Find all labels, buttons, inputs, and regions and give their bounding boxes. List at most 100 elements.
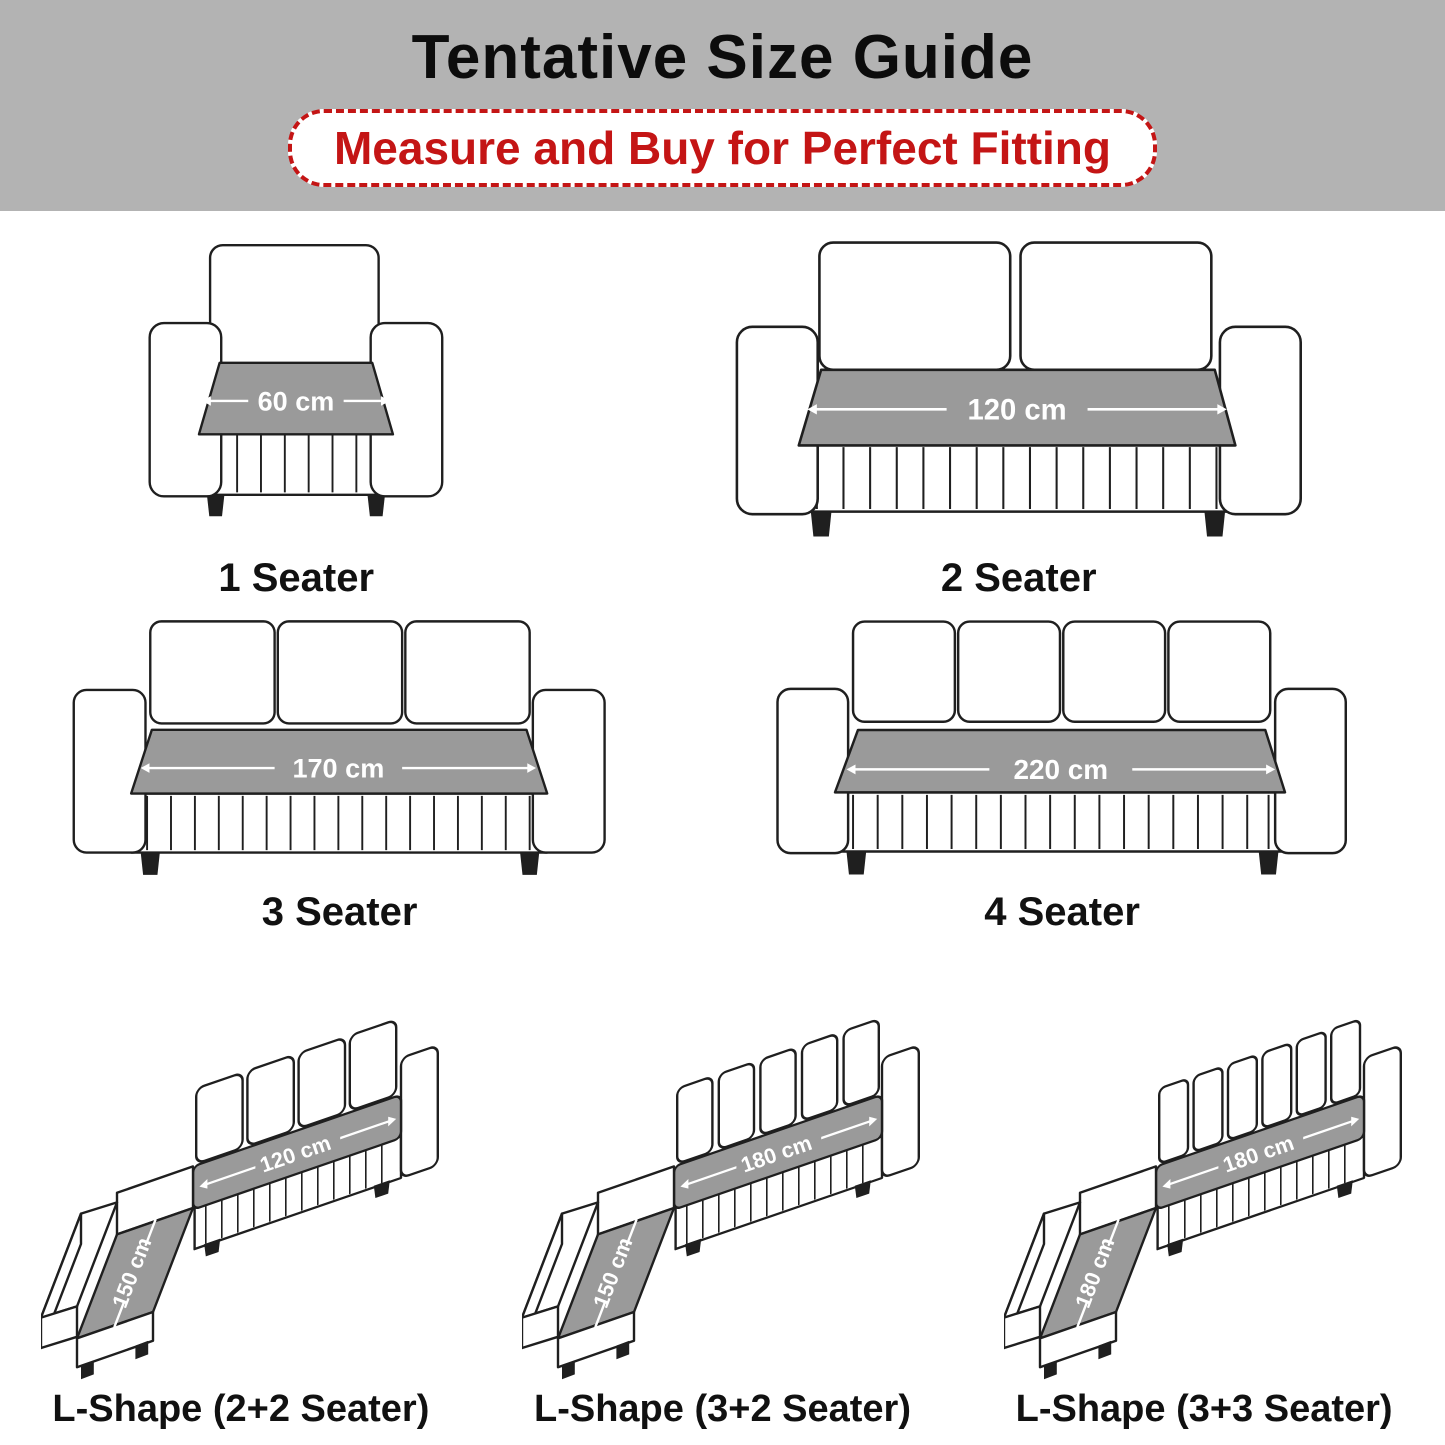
l-shape-2-2-figure: 120 cm 150 cm L-Shape (2+2 Seater) (0, 949, 482, 1445)
row-straight-sofas-1: 60 cm 1 Seater (0, 215, 1445, 613)
l-shape-3-3-label: L-Shape (3+3 Seater) (1015, 1388, 1393, 1430)
arrow-left-icon (846, 764, 856, 775)
back-cushion (297, 1038, 347, 1128)
leg (685, 1238, 702, 1257)
page-title: Tentative Size Guide (411, 23, 1034, 92)
two-seater-measurement: 120 cm (967, 395, 1066, 427)
three-seater-sofa-illustration: 170 cm (72, 620, 606, 875)
leg (519, 852, 539, 875)
back-cushion (818, 241, 1012, 372)
right-arm (531, 688, 606, 854)
back-cushion (1019, 241, 1213, 372)
arrow-right-icon (388, 1116, 397, 1127)
back-cushion (1295, 1031, 1327, 1116)
l-shape-3-2-label: L-Shape (3+2 Seater) (534, 1388, 911, 1430)
two-seater-sofa-illustration: 120 cm (735, 241, 1302, 537)
back-cushion (801, 1034, 839, 1120)
skirt (835, 791, 1289, 853)
back-cushion (246, 1055, 295, 1146)
seat-cushion (129, 728, 548, 795)
leg (1259, 851, 1279, 875)
arrow-left-icon (202, 396, 212, 406)
back-cushion (718, 1062, 756, 1149)
back-cushion (1261, 1043, 1293, 1128)
chaise-arm-front (1004, 1305, 1042, 1350)
leg (1044, 1360, 1057, 1380)
arrow-right-icon (1266, 764, 1276, 775)
leg (367, 494, 386, 517)
l-shape-3-2-figure: 180 cm 150 cm L-Shape (3+2 Seater) (482, 949, 964, 1445)
skirt (198, 431, 396, 496)
arrow-right-icon (381, 396, 391, 406)
right-arm (881, 1046, 921, 1177)
back-cushion (1062, 620, 1167, 723)
back-cushion (1330, 1019, 1362, 1104)
l-shape-2-2-label: L-Shape (2+2 Seater) (52, 1388, 430, 1430)
one-seater-sofa-illustration: 60 cm (148, 243, 444, 517)
l-shape-3-3-figure: 180 cm 180 cm L-Shape (3+3 Seater) (963, 949, 1445, 1445)
leg (135, 1340, 149, 1360)
back-cushion (842, 1019, 881, 1106)
two-seater-label: 2 Seater (940, 556, 1097, 600)
leg (855, 1180, 872, 1198)
seat-cushion (797, 368, 1237, 447)
arrow-right-icon (1217, 404, 1227, 415)
back-cushion (957, 620, 1062, 723)
seat-cushion (834, 728, 1287, 794)
leg (1336, 1180, 1353, 1198)
back-cushion (1158, 1079, 1190, 1164)
leg (1098, 1340, 1112, 1360)
back-cushion (1226, 1055, 1259, 1140)
back-cushion (348, 1020, 398, 1110)
leg (80, 1360, 94, 1380)
back-cushion (1167, 620, 1272, 723)
three-seater-label: 3 Seater (261, 890, 418, 934)
one-seater-measurement: 60 cm (258, 386, 335, 416)
seat-cushion (198, 361, 395, 436)
leg (846, 851, 867, 875)
back-cushion (194, 1073, 244, 1163)
row-straight-sofas-2: 170 cm 3 Seater (0, 615, 1445, 947)
chaise-arm-front (40, 1305, 79, 1350)
four-seater-sofa-illustration: 220 cm (776, 620, 1348, 875)
chaise-front-panel (1038, 1310, 1118, 1369)
l-shape-3-3-sofa-illustration: 180 cm 180 cm (1004, 1019, 1403, 1380)
right-arm (1362, 1046, 1403, 1177)
header-banner: Tentative Size Guide Measure and Buy for… (0, 0, 1445, 211)
back-cushion (276, 620, 403, 725)
leg (1204, 511, 1225, 537)
arrow-left-icon (1162, 1179, 1171, 1189)
leg (204, 1238, 221, 1257)
back-cushion (209, 243, 381, 366)
back-cushion (676, 1077, 715, 1163)
one-seater-label: 1 Seater (218, 556, 375, 600)
arrow-right-icon (869, 1116, 878, 1127)
back-cushion (148, 620, 276, 725)
two-seater-figure: 120 cm 2 Seater (592, 215, 1445, 613)
chaise-arm-front (522, 1305, 560, 1350)
arrow-left-icon (199, 1179, 208, 1189)
one-seater-figure: 60 cm 1 Seater (0, 215, 592, 613)
back-cushion (1192, 1067, 1224, 1152)
chaise-front-panel (75, 1310, 155, 1369)
back-cushion (759, 1048, 798, 1135)
skirt (798, 443, 1238, 513)
three-seater-figure: 170 cm 3 Seater (0, 615, 679, 947)
leg (562, 1360, 576, 1380)
arrow-left-icon (807, 404, 817, 415)
leg (616, 1340, 630, 1360)
left-arm (776, 687, 850, 855)
four-seater-label: 4 Seater (984, 890, 1140, 934)
arrow-left-icon (140, 763, 150, 773)
arrow-right-icon (526, 763, 536, 773)
leg (1167, 1238, 1184, 1257)
right-arm (1218, 325, 1302, 516)
right-arm (399, 1046, 439, 1177)
row-l-shape-sofas: 120 cm 150 cm L-Shape (2+2 Seater) (0, 949, 1445, 1445)
leg (373, 1180, 390, 1198)
subtitle-badge: Measure and Buy for Perfect Fitting (287, 109, 1157, 187)
back-cushion (403, 620, 531, 725)
three-seater-measurement: 170 cm (292, 753, 384, 784)
leg (207, 494, 225, 517)
